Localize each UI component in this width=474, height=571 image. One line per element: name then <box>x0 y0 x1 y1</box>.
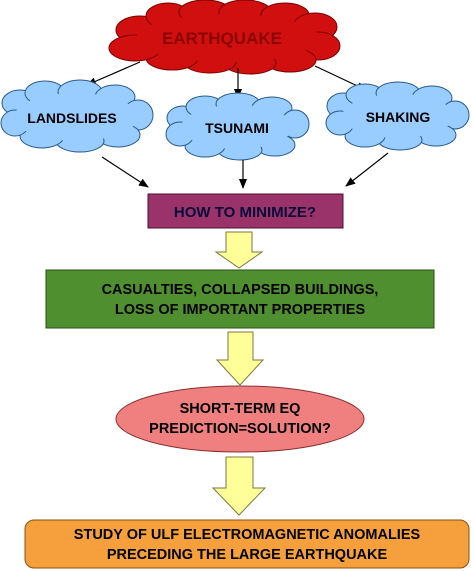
casualties-label-line2: LOSS OF IMPORTANT PROPERTIES <box>115 302 366 318</box>
arrow-landslides-to-minimize <box>101 156 149 188</box>
shaking-cloud: SHAKING <box>325 81 470 151</box>
block-arrow-1 <box>214 231 264 269</box>
arrow-shaking-to-minimize <box>345 152 389 187</box>
tsunami-cloud: TSUNAMI <box>165 92 310 161</box>
study-label-line1: STUDY OF ULF ELECTROMAGNETIC ANOMALIES <box>74 527 421 543</box>
arrow-earthquake-to-landslides <box>86 61 141 86</box>
prediction-label-line1: SHORT-TERM EQ <box>180 401 301 417</box>
earthquake-label: EARTHQUAKE <box>162 29 282 48</box>
prediction-label-line2: PREDICTION=SOLUTION? <box>149 421 331 437</box>
how-to-minimize-box: HOW TO MINIMIZE? <box>147 193 344 229</box>
shaking-label: SHAKING <box>366 109 431 125</box>
casualties-box: CASUALTIES, COLLAPSED BUILDINGS, LOSS OF… <box>45 269 435 329</box>
block-arrow-2 <box>215 331 265 386</box>
landslides-cloud: LANDSLIDES <box>0 79 154 153</box>
prediction-ellipse: SHORT-TERM EQ PREDICTION=SOLUTION? <box>115 385 365 453</box>
study-box: STUDY OF ULF ELECTROMAGNETIC ANOMALIES P… <box>24 519 470 569</box>
tsunami-label: TSUNAMI <box>205 120 269 136</box>
block-arrow-3 <box>211 456 267 516</box>
casualties-label-line1: CASUALTIES, COLLAPSED BUILDINGS, <box>102 282 379 298</box>
earthquake-cloud: EARTHQUAKE <box>108 0 341 75</box>
study-label-line2: PRECEDING THE LARGE EARTHQUAKE <box>107 547 388 563</box>
landslides-label: LANDSLIDES <box>27 110 116 126</box>
how-to-minimize-label: HOW TO MINIMIZE? <box>174 204 316 221</box>
